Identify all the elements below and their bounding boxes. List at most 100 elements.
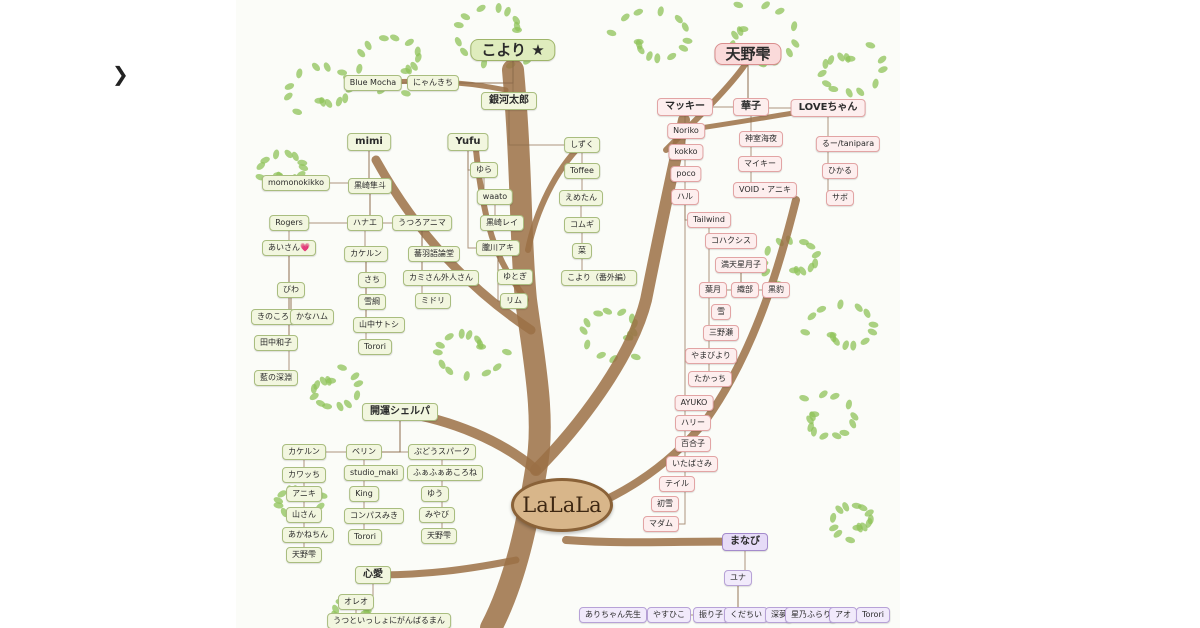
leaf [807,312,817,321]
node-amano-b: 天野雫 [286,547,322,563]
leaf [405,64,412,75]
leaf [342,93,349,104]
leaf [606,29,617,37]
leaf [830,392,840,400]
node-kudasai: くだちい [724,607,768,623]
leaf [807,262,815,273]
leaf [856,87,865,96]
leaf [284,149,293,159]
leaf [476,339,484,350]
node-akaneru: あかねちん [282,527,334,543]
node-na: 菜 [572,243,592,259]
leaf [868,321,879,328]
node-kokko: kokko [668,144,704,160]
leaf [353,390,361,401]
center-sign-lalala: LaLaLa [511,478,613,532]
leaf [481,369,492,377]
node-yamanaka: 山中サトシ [353,317,405,333]
node-rogers: Rogers [269,215,309,231]
leaf [512,15,521,25]
node-yuriko: 百合子 [675,436,711,452]
leaf [584,339,591,350]
leaf [465,330,473,340]
node-koyori: こより ★ [470,39,556,61]
leaf [492,363,502,372]
leaf [353,380,364,388]
leaf [785,47,793,58]
leaf [821,80,832,88]
node-makkii: マッキー [657,98,713,116]
node-momonokikko: momonokikko [261,175,331,191]
node-haru: ハル [671,189,699,205]
leaf [444,333,454,341]
leaf [674,14,683,24]
leaf [602,307,613,315]
leaf [292,108,303,115]
leaf [849,419,857,429]
leaf [682,37,693,44]
leaf [298,164,309,172]
leaf [837,52,845,62]
leaf [504,6,511,17]
node-budou: ぶどうスパーク [408,444,476,460]
node-berin: ベリン [346,444,382,460]
leaf [805,242,816,250]
leaf [463,371,470,381]
node-sachi: さち [358,272,386,288]
node-orisbe: 織部 [731,282,759,298]
leaf [835,505,844,514]
branch-8 [369,556,520,579]
node-blue-mocha: Blue Mocha [343,75,403,91]
node-madamu: マダム [643,516,679,532]
leaf [415,52,422,63]
node-ginga: 銀河太郎 [481,92,537,110]
node-kurosaki-rei: 黒崎レイ [480,215,524,231]
leaf [313,380,321,390]
node-takacchi: たかっち [688,371,732,387]
leaf [593,310,604,317]
leaf [678,44,689,52]
node-kinokoro: きのころ [251,309,295,325]
leaf [829,512,837,523]
leaf [438,359,446,369]
node-shinmuro: 神室海夜 [739,131,783,147]
node-sabo: サボ [826,190,854,206]
leaf [297,159,308,166]
node-kakerun-b: カケルン [282,444,326,460]
node-teiru: テイル [659,476,695,492]
leaf [350,372,360,381]
node-oborogawa: 朧川アキ [476,240,520,256]
node-yufu: Yufu [447,133,489,151]
branch-7 [562,536,749,547]
node-torori-top: Torori [358,339,392,355]
leaf [635,39,643,50]
leaf [827,55,835,65]
connector-25 [508,101,582,146]
node-kurosaki-hayato: 黒崎隼斗 [348,178,392,194]
leaf [877,55,887,64]
leaf [319,97,326,107]
leaf [480,58,488,69]
leaf [272,149,280,160]
node-noriko: Noriko [667,123,705,139]
leaf [277,490,287,498]
leaf [291,151,299,162]
leaf [401,90,411,97]
leaf [764,245,771,256]
leaf [799,395,809,402]
leaf [829,524,839,532]
node-yuna: ユナ [724,570,752,586]
leaf [845,88,853,98]
leaf [283,92,293,101]
node-hanako: 華子 [733,98,769,116]
node-utsuro: うつろアニマ [392,215,452,231]
leaf [476,4,486,13]
node-love: LOVEちゃん [790,99,866,117]
node-arichan: ありちゃん先生 [579,607,647,623]
leaf [845,536,856,544]
node-kohakushisu: コハクシス [705,233,757,249]
node-ru-tanipara: るー/tanipara [815,136,881,152]
leaf [829,332,837,343]
leaf [356,63,363,74]
